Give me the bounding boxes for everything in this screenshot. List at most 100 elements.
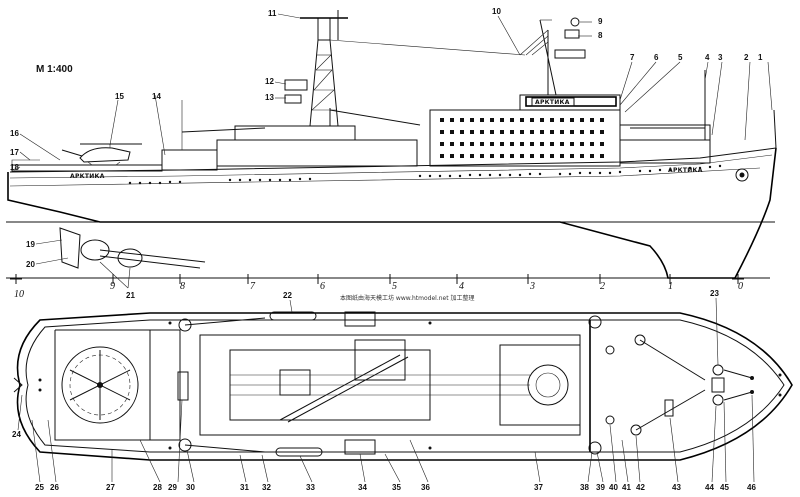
callout-20: 20 (26, 260, 35, 269)
station-6: 6 (320, 281, 325, 292)
rudder-propeller-group (59, 227, 206, 269)
porthole-row (128, 164, 722, 185)
callout-43: 43 (672, 483, 681, 492)
callout-3: 3 (718, 53, 723, 62)
callout-24: 24 (12, 430, 21, 439)
callout-33: 33 (306, 483, 315, 492)
deck-plan (13, 311, 793, 461)
aft-crane-stbd (178, 438, 192, 452)
callout-45: 45 (720, 483, 729, 492)
plan-funnel (354, 339, 406, 381)
helicopter (61, 143, 142, 166)
stern-rail (11, 159, 40, 165)
callout-41: 41 (622, 483, 631, 492)
lifeboat-port (269, 311, 317, 321)
callout-34: 34 (358, 483, 367, 492)
callout-5: 5 (678, 53, 683, 62)
callout-31: 31 (240, 483, 249, 492)
aft-crane-jib (181, 127, 266, 133)
superstructure-level2 (234, 125, 356, 141)
callout-18: 18 (10, 163, 19, 172)
wheelhouse (519, 94, 621, 111)
callout-1: 1 (758, 53, 763, 62)
station-4: 4 (459, 281, 464, 292)
callout-21: 21 (126, 291, 135, 300)
callout-9: 9 (598, 17, 603, 26)
callout-17: 17 (10, 148, 19, 157)
plan-mast-base (279, 369, 311, 396)
station-ticks (10, 274, 744, 284)
midship-crane-jib (329, 109, 421, 126)
callout-16: 16 (10, 129, 19, 138)
rubbing-strake (9, 167, 761, 187)
station-2: 2 (600, 281, 605, 292)
callout-8: 8 (598, 31, 603, 40)
light-box (284, 94, 302, 104)
aft-crane-port (178, 318, 192, 332)
callout-38: 38 (580, 483, 589, 492)
aerial-wire (329, 39, 526, 56)
callout-28: 28 (153, 483, 162, 492)
callout-27: 27 (106, 483, 115, 492)
hangar (161, 149, 218, 171)
callout-36: 36 (421, 483, 430, 492)
lifeboat-stbd (275, 447, 323, 457)
callout-22: 22 (283, 291, 292, 300)
plan-midship-crane (279, 354, 401, 421)
side-elevation: АРКТИКА АРКТИКА АРКТИКА M 1:400 (6, 7, 777, 300)
callout-46: 46 (747, 483, 756, 492)
station-8: 8 (180, 281, 185, 292)
station-1: 1 (668, 281, 673, 292)
bow-emblem (735, 168, 749, 182)
callout-10: 10 (492, 7, 501, 16)
callout-15: 15 (115, 92, 124, 101)
forward-superstructure (619, 124, 711, 164)
callout-40: 40 (609, 483, 618, 492)
callout-4: 4 (705, 53, 710, 62)
jackstaff (773, 109, 777, 149)
searchlight-platform (284, 79, 308, 91)
callout-12: 12 (265, 77, 274, 86)
stern-notch (13, 377, 23, 393)
callout-26: 26 (50, 483, 59, 492)
callout-7: 7 (630, 53, 635, 62)
callout-39: 39 (596, 483, 605, 492)
superstructure-lower (216, 139, 418, 167)
callout-25: 25 (35, 483, 44, 492)
callout-13: 13 (265, 93, 274, 102)
side-callouts: 1 2 3 4 5 6 7 8 9 10 11 12 13 1 (10, 7, 773, 300)
hull-outline (7, 147, 777, 279)
plan-hull-outline (16, 312, 793, 461)
helipad-circle (61, 346, 139, 424)
stern-name: АРКТИКА (70, 173, 105, 180)
callout-6: 6 (654, 53, 659, 62)
credit-line: 本图纸由海天模工坊 www.htmodel.net 加工整理 (340, 294, 475, 302)
propeller-2 (117, 248, 143, 268)
callout-35: 35 (392, 483, 401, 492)
scale-label: M 1:400 (36, 64, 73, 75)
fore-crane-port (639, 339, 706, 381)
callout-42: 42 (636, 483, 645, 492)
plan-bridge (499, 344, 581, 426)
bridge-block-windows (440, 118, 604, 158)
boat-davit-port (344, 311, 376, 327)
callout-44: 44 (705, 483, 714, 492)
mast-radar (564, 29, 580, 39)
callout-19: 19 (26, 240, 35, 249)
fore-crane-stbd (635, 389, 706, 431)
callout-32: 32 (262, 483, 271, 492)
main-lattice-mast (300, 10, 526, 127)
station-10: 10 (14, 289, 24, 300)
plan-radome (527, 364, 569, 406)
callout-14: 14 (152, 92, 161, 101)
station-9: 9 (110, 281, 115, 292)
bridge-name: АРКТИКА (535, 99, 570, 106)
callout-30: 30 (186, 483, 195, 492)
callout-37: 37 (534, 483, 543, 492)
rudder (59, 227, 81, 269)
station-3: 3 (529, 281, 535, 292)
bow-name: АРКТИКА (668, 167, 703, 174)
plan-bulwark (25, 319, 785, 453)
